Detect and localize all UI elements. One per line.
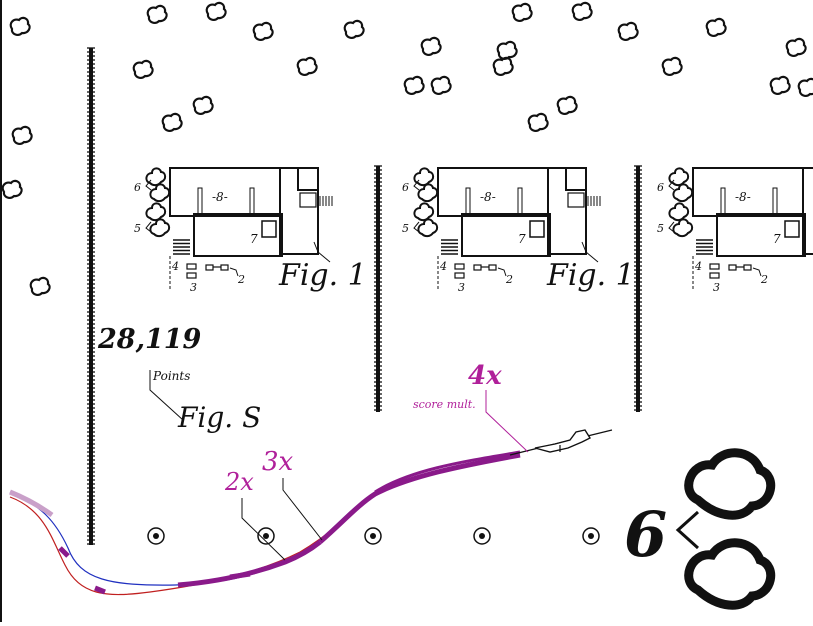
bush-icon bbox=[571, 1, 593, 21]
bush-icon bbox=[511, 2, 533, 22]
multiplier-value: 4x bbox=[468, 361, 502, 391]
score-value: 28,119 bbox=[97, 324, 202, 355]
bullseye-icon[interactable] bbox=[473, 527, 491, 545]
label-7: 7 bbox=[518, 232, 526, 246]
bush-icon bbox=[403, 75, 425, 95]
bush-icon bbox=[492, 56, 514, 76]
label-6: 6 bbox=[134, 181, 141, 194]
bullseye-icon[interactable] bbox=[147, 527, 165, 545]
label-6: 6 bbox=[402, 181, 409, 194]
bush-icon bbox=[29, 276, 51, 296]
large-bush-icon-bottom bbox=[684, 538, 776, 610]
needle-ship-icon bbox=[509, 429, 613, 456]
bush-icon bbox=[661, 56, 683, 76]
bush-icon bbox=[343, 19, 365, 39]
bush-icon bbox=[9, 16, 31, 36]
figure-label: Fig. 1 bbox=[278, 258, 367, 293]
bush-icon bbox=[496, 40, 518, 60]
bush-icon bbox=[430, 75, 452, 95]
label-8: -8- bbox=[212, 190, 228, 204]
label-8: -8- bbox=[480, 190, 496, 204]
bush-icon bbox=[417, 218, 439, 238]
label-2: 2 bbox=[237, 273, 245, 286]
label-7: 7 bbox=[773, 232, 781, 246]
large-bush-icon-top bbox=[684, 448, 776, 520]
building-blueprint[interactable]: 6 5 -8- 7 43 2 bbox=[657, 167, 813, 294]
hatched-wall-middle bbox=[374, 165, 382, 412]
bush-field bbox=[1, 1, 813, 296]
bush-icon bbox=[132, 59, 154, 79]
bush-icon bbox=[785, 37, 807, 57]
bush-icon bbox=[672, 183, 694, 203]
hatched-wall-left bbox=[87, 47, 95, 545]
trail-faded bbox=[9, 489, 54, 518]
bush-icon bbox=[161, 112, 183, 132]
bush-icon bbox=[252, 21, 274, 41]
trail-magenta-2x bbox=[177, 540, 322, 588]
bush-icon bbox=[668, 202, 690, 222]
label-7: 7 bbox=[250, 232, 258, 246]
label-4: 4 bbox=[171, 260, 179, 273]
label-3: 3 bbox=[713, 281, 720, 294]
label-4: 4 bbox=[439, 260, 447, 273]
bush-icon bbox=[769, 75, 791, 95]
label-5: 5 bbox=[657, 222, 664, 235]
bush-icon bbox=[672, 218, 694, 238]
bush-icon bbox=[149, 218, 171, 238]
bush-icon bbox=[527, 112, 549, 132]
bush-icon bbox=[11, 125, 33, 145]
label-2: 2 bbox=[760, 273, 768, 286]
bullseye-icon[interactable] bbox=[364, 527, 382, 545]
label-4: 4 bbox=[694, 260, 702, 273]
bush-icon bbox=[705, 17, 727, 37]
label-3: 3 bbox=[190, 281, 197, 294]
bush-icon bbox=[192, 95, 214, 115]
label-5: 5 bbox=[402, 222, 409, 235]
legend-number: 6 bbox=[624, 498, 667, 571]
figure-label: Fig. 1 bbox=[546, 258, 635, 293]
hatched-wall-right bbox=[634, 165, 642, 412]
multiplier-caption: score mult. bbox=[413, 398, 476, 411]
building-blueprint[interactable]: 6 5 -8- 7 43 2 Fig. 1 bbox=[134, 167, 367, 294]
bush-icon bbox=[205, 1, 227, 21]
bush-icon bbox=[296, 56, 318, 76]
bullseye-icon[interactable] bbox=[582, 527, 600, 545]
label-5: 5 bbox=[134, 222, 141, 235]
building-blueprint[interactable]: 6 5 -8- 7 43 2 Fig. 1 bbox=[402, 167, 635, 294]
multiplier-panel: 4x score mult. 3x 2x bbox=[224, 361, 529, 561]
bush-legend: 6 bbox=[624, 448, 776, 610]
label-3: 3 bbox=[458, 281, 465, 294]
trail-mark-2x: 2x bbox=[224, 468, 254, 496]
trail-mark-3x: 3x bbox=[262, 447, 294, 477]
bush-icon bbox=[145, 202, 167, 222]
bush-icon bbox=[797, 77, 813, 97]
score-figure-label: Fig. S bbox=[177, 401, 261, 434]
label-6: 6 bbox=[657, 181, 664, 194]
player-path-trail bbox=[9, 450, 521, 596]
bush-icon bbox=[617, 21, 639, 41]
bush-icon bbox=[413, 202, 435, 222]
label-2: 2 bbox=[505, 273, 513, 286]
trail-magenta-3x bbox=[318, 452, 521, 544]
bush-icon bbox=[420, 36, 442, 56]
bush-icon bbox=[146, 4, 168, 24]
label-8: -8- bbox=[735, 190, 751, 204]
bush-icon bbox=[556, 95, 578, 115]
bush-icon bbox=[149, 183, 171, 203]
score-panel: 28,119 Points Fig. S bbox=[97, 324, 261, 434]
score-unit: Points bbox=[152, 369, 190, 383]
bullseye-icon[interactable] bbox=[257, 527, 275, 545]
bush-icon bbox=[417, 183, 439, 203]
bush-icon bbox=[1, 179, 23, 199]
